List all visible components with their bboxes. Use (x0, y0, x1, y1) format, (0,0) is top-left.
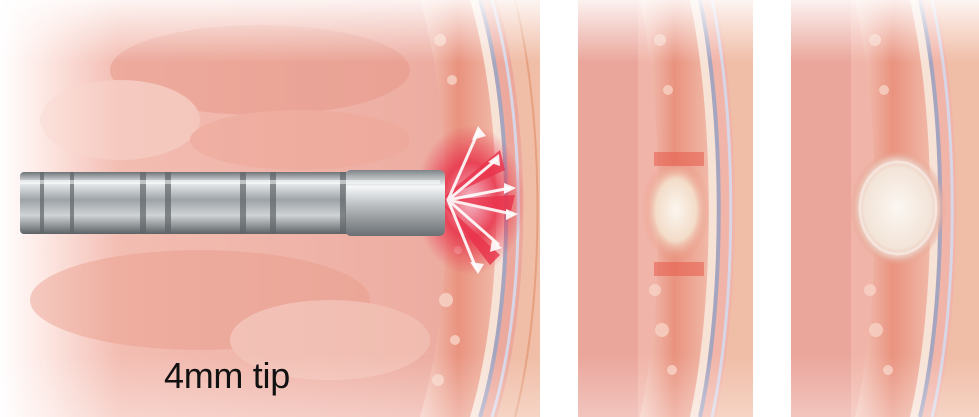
panel-lesion-forming (578, 0, 753, 417)
catheter-tip-electrode (345, 170, 445, 236)
tip-size-label: 4mm tip (164, 356, 290, 396)
catheter (20, 170, 445, 236)
panel-lesion-formed (791, 0, 979, 417)
